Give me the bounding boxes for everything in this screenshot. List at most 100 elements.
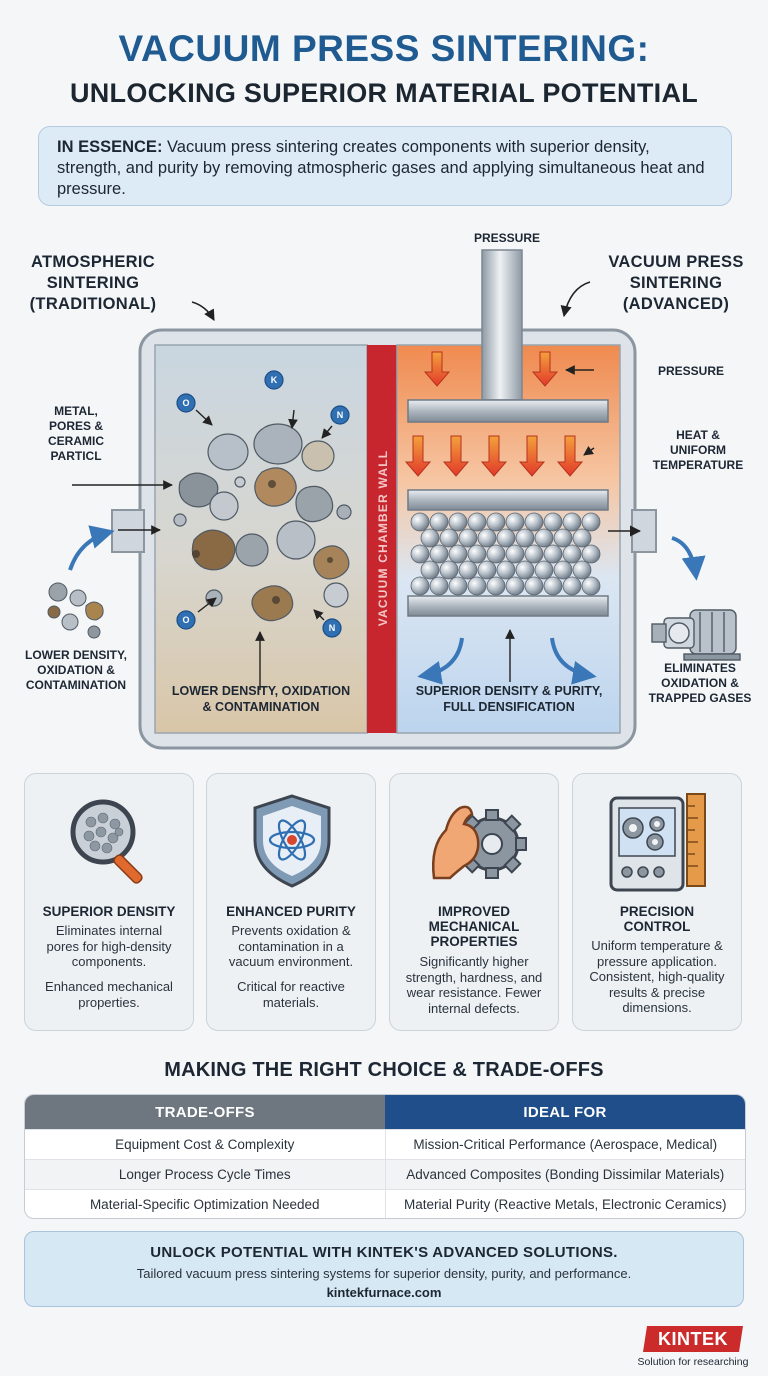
densified-particle [505, 576, 525, 596]
card-text-line: Enhanced mechanical [45, 979, 173, 994]
left-heading-line: SINTERING [46, 274, 140, 292]
card-text-line: internal defects. [428, 1000, 520, 1016]
densified-particle [458, 528, 478, 548]
densified-particle [429, 544, 449, 564]
densified-particle [543, 544, 563, 564]
cta-url-link[interactable]: kintekfurnace.com [326, 1285, 442, 1300]
table-cell: Longer Process Cycle Times [25, 1160, 386, 1189]
densified-particle [448, 576, 468, 596]
left-heading-line: (TRADITIONAL) [29, 295, 157, 313]
card-text-line: Critical for reactive [237, 979, 345, 994]
card-text-line: Eliminates internal [55, 923, 163, 938]
page-title: VACUUM PRESS SINTERING: [118, 28, 650, 69]
card-enhanced-purity: ENHANCED PURITY Prevents oxidation & con… [206, 773, 376, 1031]
brand-tagline: Solution for researching [637, 1356, 749, 1368]
column-header-ideal-for: IDEAL FOR [385, 1095, 745, 1129]
densified-particle [524, 544, 544, 564]
left-inner-line: & CONTAMINATION [202, 700, 320, 714]
densified-particle [439, 560, 459, 580]
densified-particle [477, 560, 497, 580]
densified-particle [448, 544, 468, 564]
right-heading-line: VACUUM PRESS [608, 253, 744, 271]
left-inner-line: LOWER DENSITY, OXIDATION [171, 684, 351, 698]
table-cell: Material Purity (Reactive Metals, Electr… [403, 1197, 727, 1212]
table-header: TRADE-OFFS IDEAL FOR [25, 1095, 745, 1129]
magnifier-icon [70, 799, 143, 884]
tradeoffs-table: TRADE-OFFS IDEAL FOR Equipment Cost & Co… [24, 1094, 746, 1219]
densified-particle [524, 576, 544, 596]
densified-particle [429, 512, 449, 532]
card-text: Significantly higher strength, hardness,… [398, 954, 550, 1016]
cta-box: UNLOCK POTENTIAL WITH KINTEK'S ADVANCED … [24, 1231, 744, 1307]
essence-text: Vacuum press sintering creates component… [57, 138, 705, 198]
heat-label-line: UNIFORM [670, 443, 726, 457]
densified-particle [581, 544, 601, 564]
densified-particle [467, 544, 487, 564]
densified-particle [543, 512, 563, 532]
table-cell: Material-Specific Optimization Needed [25, 1190, 386, 1218]
left-heading: ATMOSPHERIC SINTERING (TRADITIONAL) [18, 252, 168, 315]
card-text: Uniform temperature & pressure applicati… [581, 938, 733, 1016]
table-row: Equipment Cost & Complexity Mission-Crit… [25, 1129, 745, 1159]
densified-particle [515, 560, 535, 580]
left-outside-line: CONTAMINATION [25, 678, 127, 692]
densified-particle [420, 528, 440, 548]
densified-particle [496, 528, 516, 548]
column-header-tradeoffs: TRADE-OFFS [25, 1095, 385, 1129]
left-outside-line: LOWER DENSITY, [24, 648, 127, 662]
chamber-wall-label: VACUUM CHAMBER WALL [376, 450, 390, 627]
densified-particle [486, 576, 506, 596]
right-heading-line: (ADVANCED) [622, 295, 730, 313]
card-title: PRECISION CONTROL [581, 904, 733, 934]
card-text-line: results & precise [608, 984, 706, 1000]
sintering-diagram: O K N O N [0, 220, 768, 760]
densified-particle [524, 512, 544, 532]
densified-particle [534, 560, 554, 580]
card-text-line: vacuum environment. [228, 954, 354, 969]
densified-particle [429, 576, 449, 596]
card-text-line: pores for high-density [46, 938, 172, 954]
densified-particle [562, 576, 582, 596]
essence-box: IN ESSENCE: Vacuum press sintering creat… [38, 126, 732, 206]
particles-label-line: PORES & [48, 419, 103, 433]
gas-molecule: O [182, 398, 189, 408]
card-precision-control: PRECISION CONTROL Uniform temperature & … [572, 773, 742, 1031]
table-cell: Advanced Composites (Bonding Dissimilar … [406, 1167, 725, 1182]
densified-particle [515, 528, 535, 548]
card-title-line: CONTROL [623, 919, 691, 934]
brand-logo: KINTEK [643, 1326, 743, 1352]
card-text-line: components. [71, 954, 147, 969]
left-inner-label: LOWER DENSITY, OXIDATION & CONTAMINATION [158, 683, 364, 715]
right-inner-line: SUPERIOR DENSITY & PURITY, [415, 684, 603, 698]
card-text-line: Significantly higher [419, 954, 529, 969]
densified-particle [553, 528, 573, 548]
densified-particle [572, 528, 592, 548]
table-row: Material-Specific Optimization Needed Ma… [25, 1189, 745, 1218]
densified-particle [420, 560, 440, 580]
card-text-line: materials. [262, 994, 320, 1010]
cta-subtitle: Tailored vacuum press sintering systems … [136, 1266, 632, 1281]
arm-gear-icon [432, 805, 527, 880]
particles-label-line: METAL, [54, 404, 98, 418]
card-superior-density: SUPERIOR DENSITY Eliminates internal por… [24, 773, 194, 1031]
card-text-line: Prevents oxidation & [231, 923, 351, 938]
gas-molecule: K [271, 375, 278, 385]
tradeoffs-title: MAKING THE RIGHT CHOICE & TRADE-OFFS [164, 1059, 604, 1081]
card-mechanical-properties: IMPROVED MECHANICAL PROPERTIES Significa… [389, 773, 559, 1031]
left-outside-line: OXIDATION & [37, 663, 115, 677]
card-text-secondary: Critical for reactive materials. [215, 979, 367, 1010]
particles-label: METAL, PORES & CERAMIC PARTICL [28, 404, 124, 464]
densified-particle [448, 512, 468, 532]
gas-molecule: N [329, 623, 336, 633]
card-text-line: pressure application. [597, 953, 717, 969]
card-title: ENHANCED PURITY [226, 904, 356, 919]
densified-particle [505, 512, 525, 532]
table-row: Longer Process Cycle Times Advanced Comp… [25, 1159, 745, 1189]
densified-particle [534, 528, 554, 548]
particles-label-line: PARTICL [50, 449, 102, 463]
densified-particle [410, 544, 430, 564]
pressure-side-label: PRESSURE [657, 364, 725, 378]
right-heading: VACUUM PRESS SINTERING (ADVANCED) [596, 252, 756, 315]
card-text: Eliminates internal pores for high-densi… [33, 923, 185, 970]
card-text-line: Uniform temperature & [591, 938, 723, 953]
